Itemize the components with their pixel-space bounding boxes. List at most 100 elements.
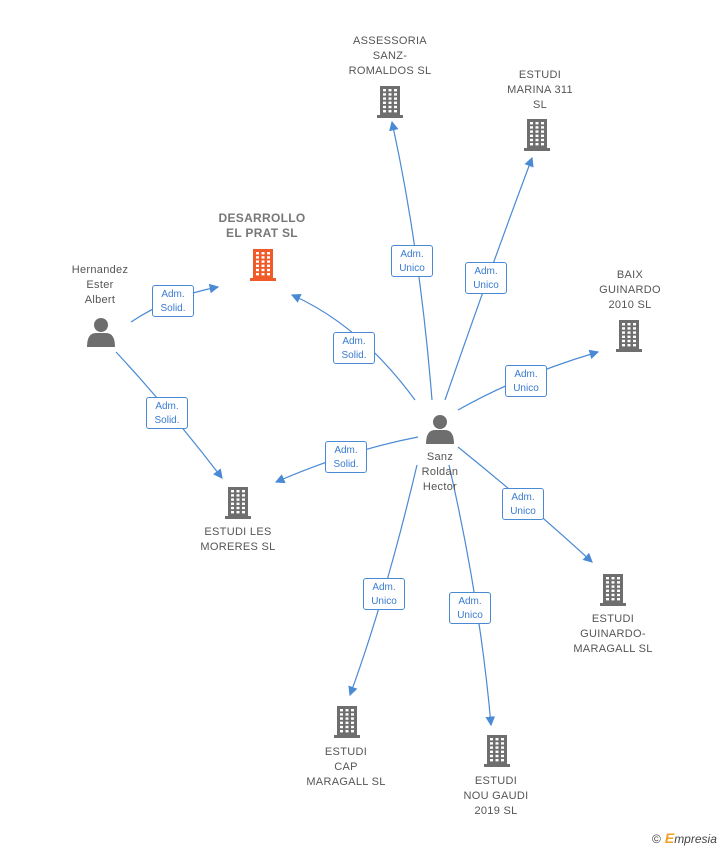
building-window [611,581,615,584]
person-icon-hernandez [87,318,115,347]
building-window [261,264,265,267]
building-window [611,577,615,580]
building-window [611,585,615,588]
person-label-sanz[interactable]: Sanz Roldan Hector [421,451,459,493]
building-window [383,110,386,113]
building-window [535,122,539,125]
brand-footer[interactable]: ©Empresia [652,830,717,846]
building-window [351,721,354,724]
relation-badge-guinardo: Adm.Unico [502,488,544,520]
building-window [267,273,270,276]
building-window [530,138,533,142]
brand-name: mpresia [674,832,717,846]
building-window [340,717,343,720]
building-window [267,264,270,267]
company-label-desarrollo[interactable]: DESARROLLO EL PRAT SL [218,211,306,240]
building-window [261,273,265,276]
building-window [256,260,259,263]
company-label-marina[interactable]: ESTUDI MARINA 311 SL [507,69,573,111]
building-window [530,130,533,133]
company-label-les[interactable]: ESTUDI LES MORERES SL [200,526,276,553]
building-window [622,327,625,330]
relation-badge-assessoria: Adm.Unico [391,245,433,277]
brand-initial: E [664,830,675,846]
building-window [541,130,544,133]
building-window [236,502,240,505]
building-window [501,750,504,753]
building-window [383,101,386,104]
building-window [340,721,343,724]
company-label-nou[interactable]: ESTUDI NOU GAUDI 2019 SL [463,775,529,817]
building-window [351,730,354,733]
building-window [617,581,620,584]
building-window [501,754,504,758]
building-window [622,331,625,334]
building-window [627,327,631,330]
building-window [501,759,504,762]
building-window [256,252,259,255]
building-window [242,506,245,510]
building-window [261,260,265,263]
relation-badge-les-sanz: Adm.Solid. [325,441,367,473]
building-window [256,273,259,276]
building-window [351,709,354,712]
building-window [236,506,240,510]
company-label-cap[interactable]: ESTUDI CAP MARAGALL SL [306,746,386,788]
building-window [606,593,609,597]
building-window [388,105,392,109]
building-window [611,593,615,597]
building-window [535,126,539,129]
building-window [267,260,270,263]
person-label-hernandez[interactable]: Hernandez Ester Albert [71,264,129,306]
building-window [256,268,259,272]
building-window [622,344,625,347]
building-window [394,97,397,100]
building-window [633,327,636,330]
relation-badge-desarrollo-sanz: Adm.Solid. [333,332,375,364]
building-window [340,725,343,729]
building-window [535,130,539,133]
relation-badge-les-hernandez: Adm.Solid. [146,397,188,429]
building-window [345,713,349,716]
building-window [606,581,609,584]
building-window [256,256,259,259]
building-window [394,105,397,109]
building-window [541,143,544,146]
building-window [242,511,245,514]
company-label-baix[interactable]: BAIX GUINARDO 2010 SL [599,269,661,311]
building-window [622,339,625,343]
building-window [633,331,636,334]
building-window [383,93,386,96]
building-window [242,494,245,497]
building-window [394,101,397,104]
company-label-guinardo[interactable]: ESTUDI GUINARDO- MARAGALL SL [573,613,653,655]
relation-badge-cap: Adm.Unico [363,578,405,610]
building-window [394,89,397,92]
building-window [236,498,240,501]
building-window [345,709,349,712]
building-window [617,577,620,580]
building-window [606,598,609,601]
building-window [501,738,504,741]
building-window [256,264,259,267]
building-window [495,738,499,741]
building-window [345,717,349,720]
building-window [535,143,539,146]
relation-badge-baix: Adm.Unico [505,365,547,397]
building-window [267,256,270,259]
relation-badge-nou: Adm.Unico [449,592,491,624]
company-label-assessoria[interactable]: ASSESSORIA SANZ- ROMALDOS SL [348,35,432,77]
building-window [261,256,265,259]
building-window [383,89,386,92]
building-window [490,742,493,745]
relation-badge-desarrollo-hernandez: Adm.Solid. [152,285,194,317]
building-window [606,577,609,580]
building-window [394,93,397,96]
copyright-icon: © [652,832,661,846]
building-window [267,252,270,255]
building-window [388,101,392,104]
building-window [501,746,504,749]
building-window [611,589,615,592]
building-window [340,730,343,733]
building-window [340,713,343,716]
